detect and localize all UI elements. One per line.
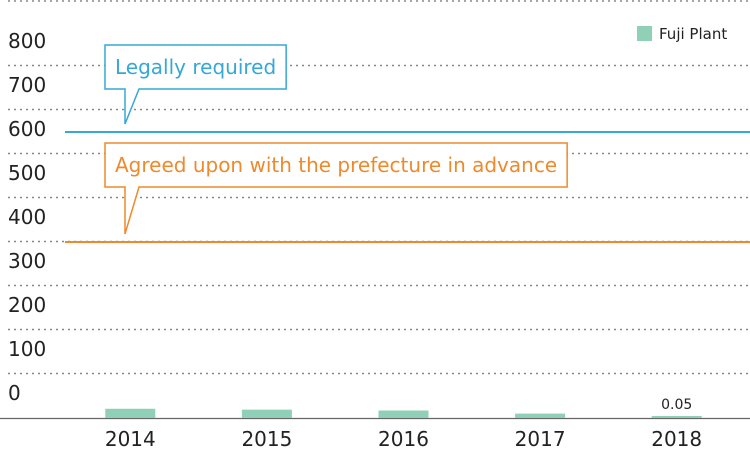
y-tick-label: 700 [8,73,46,97]
x-tick-label: 2014 [105,427,156,451]
bar [515,413,566,418]
data-label: 0.05 [661,397,692,413]
y-tick-label: 300 [8,249,46,273]
y-tick-label: 400 [8,205,46,229]
bar [241,409,292,418]
y-tick-label: 600 [8,117,46,141]
legend-label: Fuji Plant [659,25,727,43]
reference-line-label: Legally required [115,55,276,79]
bar [651,416,702,418]
callout-box [104,142,568,235]
callout-box [104,44,287,125]
reference-line-label: Agreed upon with the prefecture in advan… [115,153,557,177]
x-tick-label: 2015 [241,427,292,451]
x-tick-label: 2018 [651,427,702,451]
bar [105,408,156,418]
y-tick-label: 0 [8,381,21,405]
bar [378,410,429,418]
y-tick-label: 800 [8,29,46,53]
x-tick-label: 2017 [515,427,566,451]
legend-swatch [637,26,652,41]
y-tick-label: 100 [8,337,46,361]
x-tick-label: 2016 [378,427,429,451]
y-tick-label: 500 [8,161,46,185]
y-tick-label: 200 [8,293,46,317]
